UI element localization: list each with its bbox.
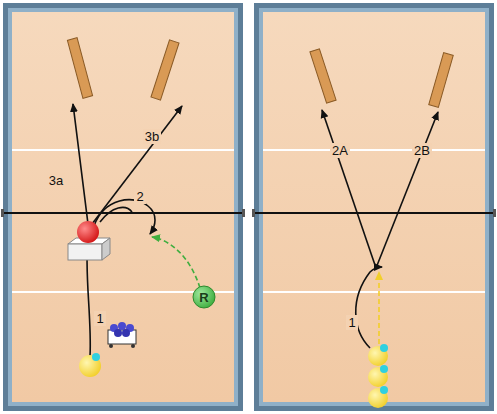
movement-arrow	[73, 104, 182, 356]
callout-number: 2B	[412, 143, 432, 158]
run-path	[378, 272, 380, 344]
circle-shape	[193, 286, 215, 308]
node-label: R	[199, 290, 208, 305]
callout-number: 2A	[330, 143, 350, 158]
callout-number: 1	[94, 311, 105, 326]
ball	[77, 221, 99, 243]
callout-number: 3a	[47, 173, 65, 188]
callout-number: 1	[346, 315, 357, 330]
net	[1, 209, 496, 217]
player	[79, 344, 388, 408]
runner-path	[152, 237, 200, 288]
runner-circle: R	[192, 285, 216, 309]
callout-number: 2	[134, 189, 145, 204]
right-court	[254, 3, 494, 411]
movement-arrow	[322, 110, 438, 348]
ball-cart	[108, 322, 136, 348]
left-court	[3, 3, 243, 411]
target-plank	[67, 38, 453, 108]
callout-number: 3b	[143, 129, 161, 144]
